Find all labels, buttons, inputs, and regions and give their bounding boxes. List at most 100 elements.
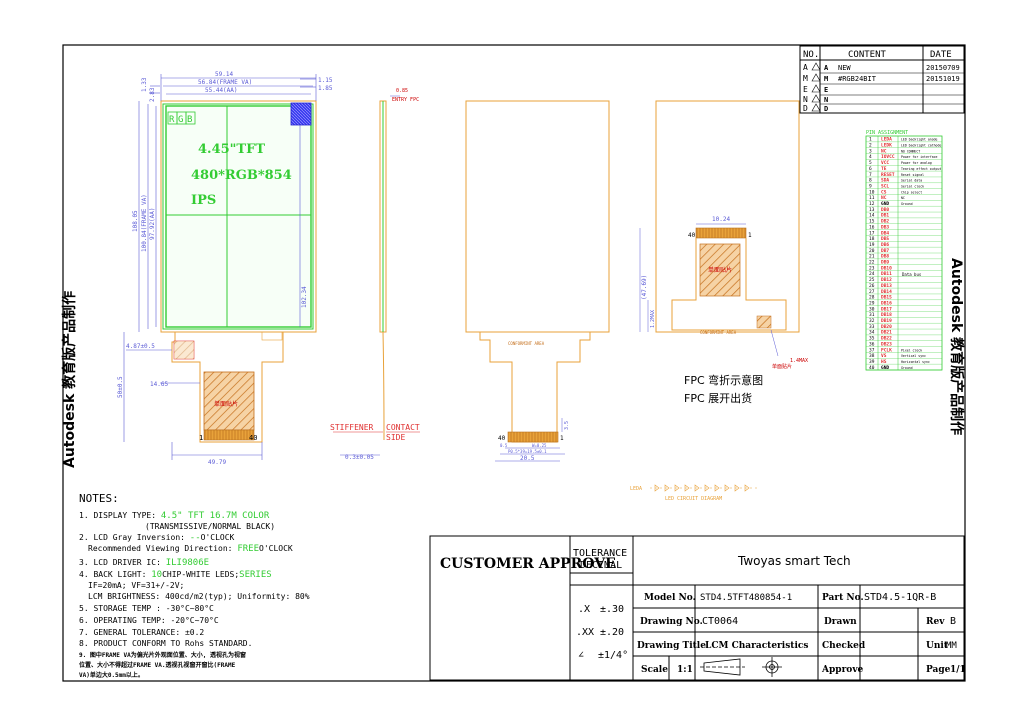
pin-symbol: DB13 xyxy=(881,283,892,289)
fpc-tail xyxy=(171,331,284,443)
pin-number: 40 xyxy=(869,365,875,371)
dim-49-79: 49.79 xyxy=(208,459,226,466)
pin-number: 20 xyxy=(869,248,875,254)
fold-dim-10-24: 10.24 xyxy=(712,216,730,223)
rev-header-no: NO. xyxy=(803,50,819,60)
rgb-g: G xyxy=(178,115,183,125)
tolerance-label: TOLERANCE xyxy=(573,548,627,559)
led-circuit: LEDA LED CIRCUIT DIAGRAM xyxy=(630,484,760,502)
rev-row-date: 20150709 xyxy=(926,64,960,72)
lcd-resolution-label: 480*RGB*854 xyxy=(191,168,292,183)
led-diode-icon xyxy=(734,484,740,492)
pin-number: 2 xyxy=(869,143,872,149)
note-highlight: -- xyxy=(190,533,201,543)
pin-symbol: DB1 xyxy=(881,213,889,219)
pin-description: Chip select xyxy=(901,190,922,194)
fold-dim-47-69: (47.69) xyxy=(641,275,648,300)
note-line: 4. BACK LIGHT: 10CHIP-WHITE LEDS;SERIES xyxy=(79,570,272,580)
pin-symbol: DB18 xyxy=(881,312,892,318)
pin-number: 10 xyxy=(869,189,875,195)
pin-number: 27 xyxy=(869,289,875,295)
note-line: 5. STORAGE TEMP : -30°C~80°C xyxy=(79,604,214,613)
note-text: 7. GENERAL TOLERANCE: ±0.2 xyxy=(79,628,204,637)
pin-description: Pixel clock xyxy=(901,348,922,352)
dim-aa-width: 55.44(AA) xyxy=(205,87,238,94)
pin-number: 16 xyxy=(869,224,875,230)
lcd-active-area xyxy=(165,105,312,328)
pin-number: 39 xyxy=(869,359,875,365)
led-diode-icon xyxy=(714,484,720,492)
note-text: 5. STORAGE TEMP : -30°C~80°C xyxy=(79,604,214,613)
pin-symbol: DB16 xyxy=(881,300,892,306)
rev-triangle-letter: E xyxy=(824,86,828,94)
pin-symbol: DB10 xyxy=(881,265,892,271)
note-line: 3. LCD DRIVER IC: ILI9806E xyxy=(79,558,209,568)
checked-label: Checked xyxy=(822,641,866,651)
rev-triangle-letter: D xyxy=(824,105,828,113)
pin-number: 35 xyxy=(869,336,875,342)
led-diode-icon xyxy=(674,484,680,492)
fold-dim-1-2max: 1.2MAX xyxy=(650,310,656,328)
rev-row-no: D xyxy=(803,104,808,113)
tol-x-key: .X xyxy=(578,604,590,615)
pin-symbol: DB9 xyxy=(881,260,889,266)
note-text: 3. LCD DRIVER IC: xyxy=(79,558,166,567)
page-label: Page xyxy=(926,665,951,675)
pin-description: Tearing effect output xyxy=(901,167,941,171)
model-no-value: STD4.5TFT480854-1 xyxy=(700,593,792,603)
pin-description: Power for interface xyxy=(901,155,938,159)
pin-symbol: DB0 xyxy=(881,207,889,213)
pin-symbol: VS xyxy=(881,353,887,359)
note-text: 9. 图中FRAME VA为偏光片外观面位置、大小, 透视孔为视窗 xyxy=(79,651,246,659)
rev-header-content: CONTENT xyxy=(848,50,887,60)
note-text: O'CLOCK xyxy=(259,544,293,553)
fold-pin40: 40 xyxy=(688,232,696,239)
drawn-label: Drawn xyxy=(824,617,857,627)
fpc-bend-note: FPC 弯折示意图 xyxy=(684,373,763,387)
pin-number: 5 xyxy=(869,160,872,166)
note-highlight: 16.7M COLOR xyxy=(204,511,270,521)
pin-symbol: TE xyxy=(881,166,887,172)
fpc-dim-pitch-width: W=0.25 xyxy=(532,443,547,448)
pin-number: 23 xyxy=(869,265,875,271)
pin-number: 33 xyxy=(869,324,875,330)
lcd-frame-va xyxy=(162,103,314,330)
pin-number: 11 xyxy=(869,195,875,201)
rev-row-no: E xyxy=(803,85,808,94)
led-diode-icon xyxy=(694,484,700,492)
fold-pin1: 1 xyxy=(748,232,752,239)
pin-description: Reset signal xyxy=(901,173,924,177)
part-no-label: Part No. xyxy=(822,593,864,603)
pin-symbol: LEDK xyxy=(881,143,892,149)
pin-symbol: RESET xyxy=(881,172,895,178)
pin-symbol: LEDA xyxy=(881,137,892,143)
rev-row-content: NEW xyxy=(838,64,851,72)
pin-number: 24 xyxy=(869,271,875,277)
fpc-conform-label: CONFORMINT AREA xyxy=(508,341,545,346)
pin-number: 32 xyxy=(869,318,875,324)
led-diode-icon xyxy=(684,484,690,492)
pin-description: NO CONNECT xyxy=(901,149,920,153)
fpc-contact-pins xyxy=(203,429,255,441)
tol-xx-val: ±.20 xyxy=(600,627,624,638)
fpc-unfolded-pins xyxy=(507,431,559,443)
pin-symbol: NC xyxy=(881,195,887,201)
dim-102-34: 102.34 xyxy=(301,286,308,308)
led-diode-icon xyxy=(724,484,730,492)
pin-number: 37 xyxy=(869,347,875,353)
fold-component-ref: 单面贴片 xyxy=(772,363,792,370)
fold-conform-label: CONFORMINT AREA xyxy=(700,330,737,335)
scale-label: Scale xyxy=(641,665,668,675)
title-block: CUSTOMER APPROVE TOLERANCE DECIMAL Twoya… xyxy=(429,535,966,681)
note-highlight: ILI9806E xyxy=(166,558,209,568)
note-text: 4. BACK LIGHT: xyxy=(79,570,151,579)
rev-value: B xyxy=(950,616,956,627)
dim-2-83: 2.83 xyxy=(149,87,156,102)
side-entry-fpc: ENTRY FPC xyxy=(392,97,419,103)
pin-symbol: DB8 xyxy=(881,254,889,260)
note-highlight: 4.5" TFT xyxy=(161,511,205,521)
pin-symbol: SDA xyxy=(881,178,889,184)
pin-number: 30 xyxy=(869,306,875,312)
led-diode-icon xyxy=(744,484,750,492)
